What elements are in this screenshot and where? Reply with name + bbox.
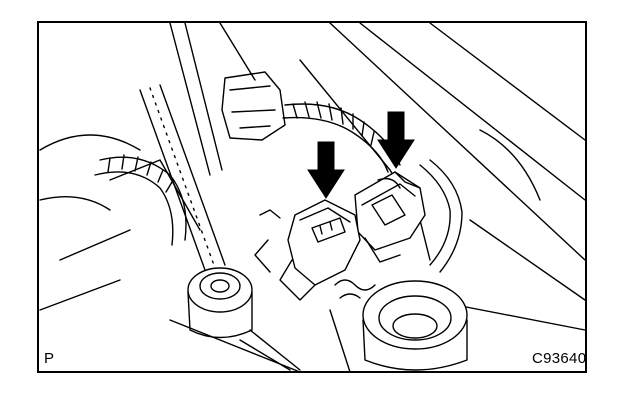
arrow-right-icon: [377, 111, 415, 169]
right-connector: [354, 171, 426, 263]
figure-frame: [37, 21, 587, 373]
corner-label-left: P: [44, 350, 55, 367]
cup-fitting: [362, 280, 468, 371]
left-harness: [94, 154, 187, 246]
arrow-left-icon: [307, 141, 345, 199]
figure-code-label: C93640: [532, 350, 587, 367]
clip-details: [259, 209, 376, 299]
upper-connector: [221, 71, 286, 141]
left-connector: [254, 199, 361, 301]
bolt-mount: [169, 267, 301, 373]
diagonal-hose: [139, 84, 226, 271]
wire-harness: [282, 101, 463, 273]
